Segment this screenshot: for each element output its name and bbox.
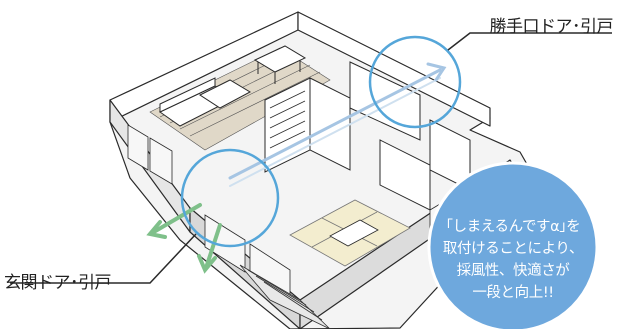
back-door-leader-line [447,32,612,51]
entrance-highlight-circle [180,148,280,248]
dining-table [253,45,307,84]
airflow-green-left [150,203,202,235]
back-door-label: 勝手口ドア･引戸 [489,17,614,37]
entrance-door-label: 玄関ドア･引戸 [4,273,112,293]
callout-line: 取付けることにより、 [442,241,584,257]
hall-wall [309,77,351,171]
kitchen-wall [349,61,421,141]
airflow-green-down [204,223,222,270]
airflow-arrowhead-upper [426,62,447,82]
entrance-leader-line [10,233,197,284]
callout-line: 採風性、快適さが [456,263,570,279]
tatami-room [289,199,411,267]
back-door-highlight-circle [368,35,462,129]
sofa [159,77,252,127]
airflow-arrows [146,62,447,274]
front-deck [239,264,331,329]
callout-text: ｢しまえるんですα｣を 取付けることにより、 採風性、快適さが 一段と向上!! [427,216,599,304]
callout-bubble [427,161,599,329]
callout-line: ｢しまえるんですα｣を [445,219,581,235]
airflow-line-blue [228,68,442,180]
callout-line: 一段と向上!! [472,285,554,301]
staircase [269,90,306,149]
